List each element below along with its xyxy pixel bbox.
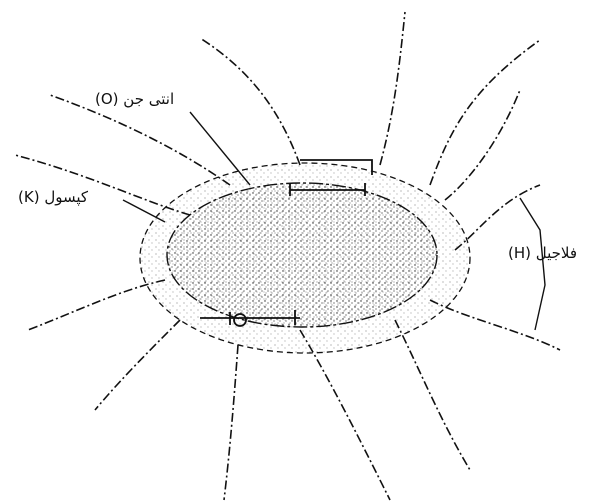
leader-capsule-k [123,200,165,222]
flagellum [200,38,300,165]
cell-body [167,183,437,327]
flagellum [28,280,165,330]
flagellum [95,320,180,410]
flagellum [15,155,190,215]
flagellum [430,40,540,185]
flagellum [380,12,405,165]
flagellum [445,90,520,200]
flagellum [395,320,470,470]
flagella-h-label: (H) فلاجیل [508,244,577,262]
flagellum [224,345,238,500]
capsule-k-label: (K) کپسول [18,188,88,206]
flagellum [50,95,230,185]
flagellum [300,330,390,500]
leader-flagella-h [520,198,545,330]
leader-antigen-o [190,112,250,185]
antigen-o-label: انتی جن (O) [95,90,174,108]
